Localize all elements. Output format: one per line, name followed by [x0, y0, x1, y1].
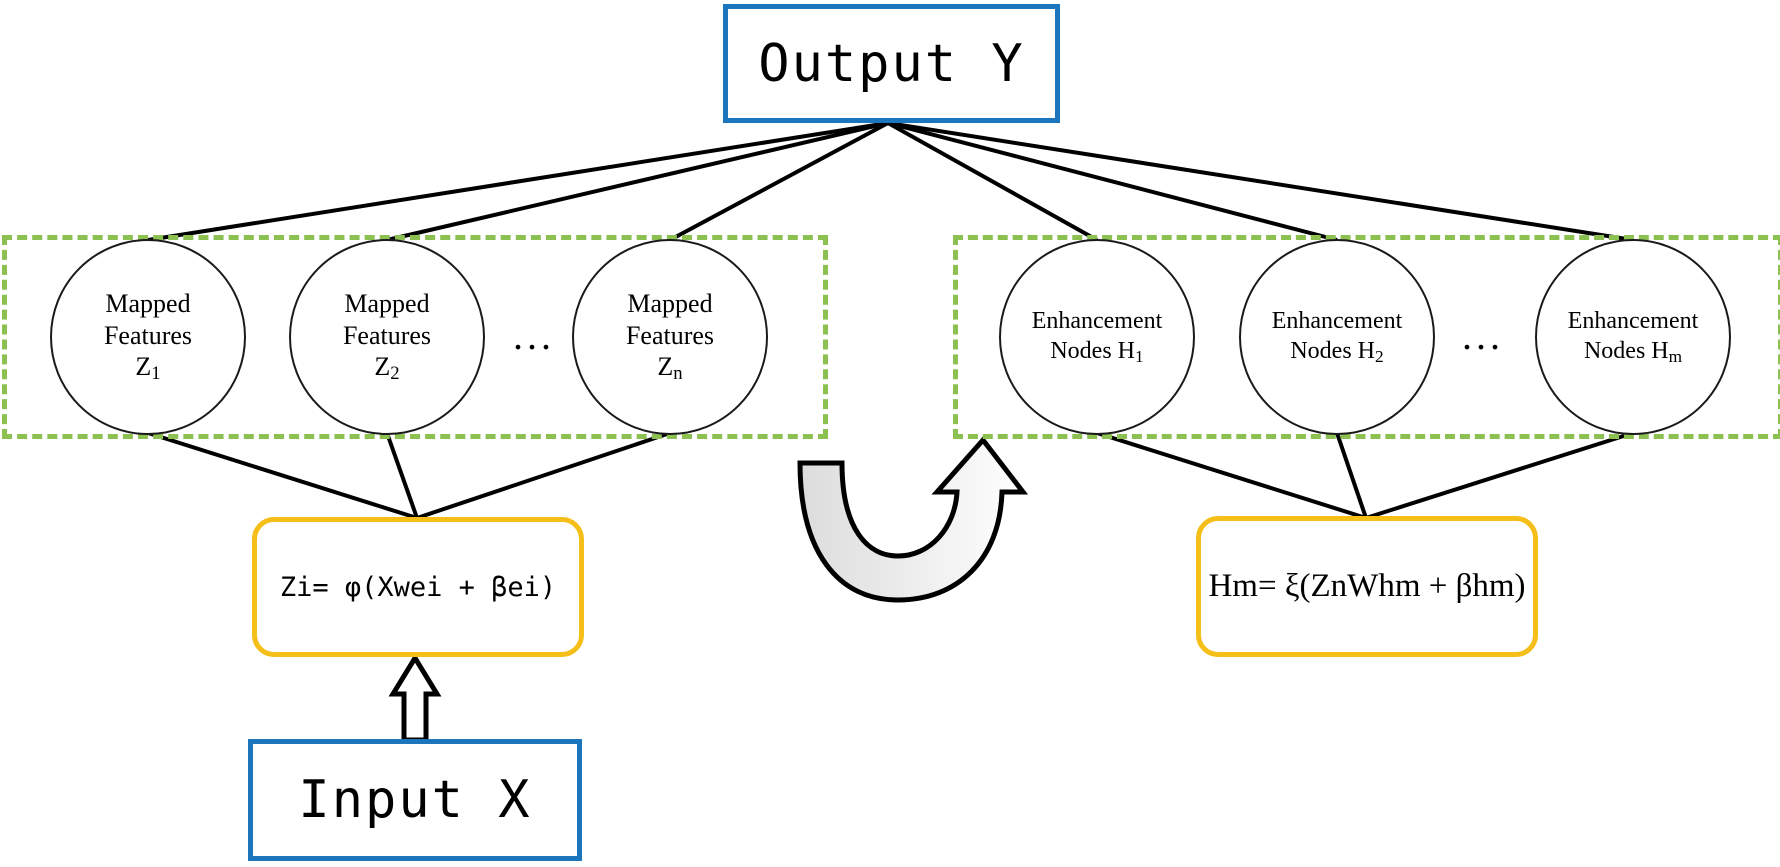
mapped-feature-node-z1[interactable]: Mapped Features Z1: [50, 239, 246, 435]
input-x-box[interactable]: Input X: [248, 739, 582, 861]
output-fanout-lines: [147, 121, 1634, 242]
line-z2-to-formula: [385, 432, 419, 519]
mapped-node-line1: Mapped: [105, 288, 191, 318]
enhancement-node-line1: Enhancement: [1271, 308, 1403, 335]
enhancement-node-formula-text: Hm= ξ(ZnWhm + βhm): [1208, 568, 1526, 604]
enhancement-node-line1: Enhancement: [1567, 308, 1699, 335]
line-output-to-zn: [669, 121, 889, 242]
enhancement-node-line2: Nodes Hm: [1583, 337, 1683, 366]
enhancement-node-line2: Nodes H1: [1050, 337, 1144, 366]
line-h1-to-formula: [1096, 431, 1367, 520]
line-output-to-hm: [887, 121, 1634, 242]
enhancement-node-h1[interactable]: Enhancement Nodes H1: [999, 239, 1195, 435]
mapped-node-symbol: Z1: [135, 352, 161, 385]
enhancement-node-line1: Enhancement: [1031, 308, 1163, 335]
enhancement-node-line2: Nodes H2: [1290, 337, 1384, 366]
line-zn-to-formula: [416, 431, 671, 520]
mapped-group-ellipsis: ...: [513, 313, 555, 358]
mapped-feature-node-z2[interactable]: Mapped Features Z2: [289, 239, 485, 435]
line-hm-to-formula: [1365, 431, 1634, 520]
mapped-feature-formula-box[interactable]: Zi= φ(Xwei + βei): [252, 517, 584, 657]
enhancement-nodes-group: [953, 235, 1780, 439]
input-to-formula-block-arrow: [388, 653, 442, 743]
output-y-label: Output Y: [758, 33, 1025, 94]
enhancement-group-ellipsis: ...: [1462, 313, 1504, 358]
recurrent-curved-arrow: [797, 436, 1029, 603]
enhancement-node-hm[interactable]: Enhancement Nodes Hm: [1535, 239, 1731, 435]
line-output-to-h1: [887, 121, 1098, 242]
mapped-node-line1: Mapped: [344, 288, 430, 318]
mapped-node-symbol: Z2: [374, 352, 400, 385]
enhancement-node-formula-box[interactable]: Hm= ξ(ZnWhm + βhm): [1196, 516, 1538, 657]
input-x-label: Input X: [298, 770, 532, 830]
enhancement-converge-lines: [1096, 431, 1634, 520]
mapped-node-line2: Features: [342, 320, 432, 350]
mapped-features-group: [2, 235, 828, 439]
line-output-to-h2: [887, 121, 1338, 242]
mapped-node-line1: Mapped: [627, 288, 713, 318]
mapped-feature-formula-text: Zi= φ(Xwei + βei): [279, 571, 557, 603]
enhancement-node-h2[interactable]: Enhancement Nodes H2: [1239, 239, 1435, 435]
output-y-box[interactable]: Output Y: [723, 4, 1060, 123]
line-h2-to-formula: [1335, 432, 1368, 519]
mapped-node-line2: Features: [103, 320, 193, 350]
mapped-node-line2: Features: [625, 320, 715, 350]
mapped-node-symbol: Zn: [657, 352, 683, 385]
mapped-feature-node-zn[interactable]: Mapped Features Zn: [572, 239, 768, 435]
line-z1-to-formula: [147, 431, 418, 520]
mapped-converge-lines: [147, 431, 671, 520]
line-output-to-z2: [386, 121, 889, 242]
line-output-to-z1: [147, 121, 889, 242]
